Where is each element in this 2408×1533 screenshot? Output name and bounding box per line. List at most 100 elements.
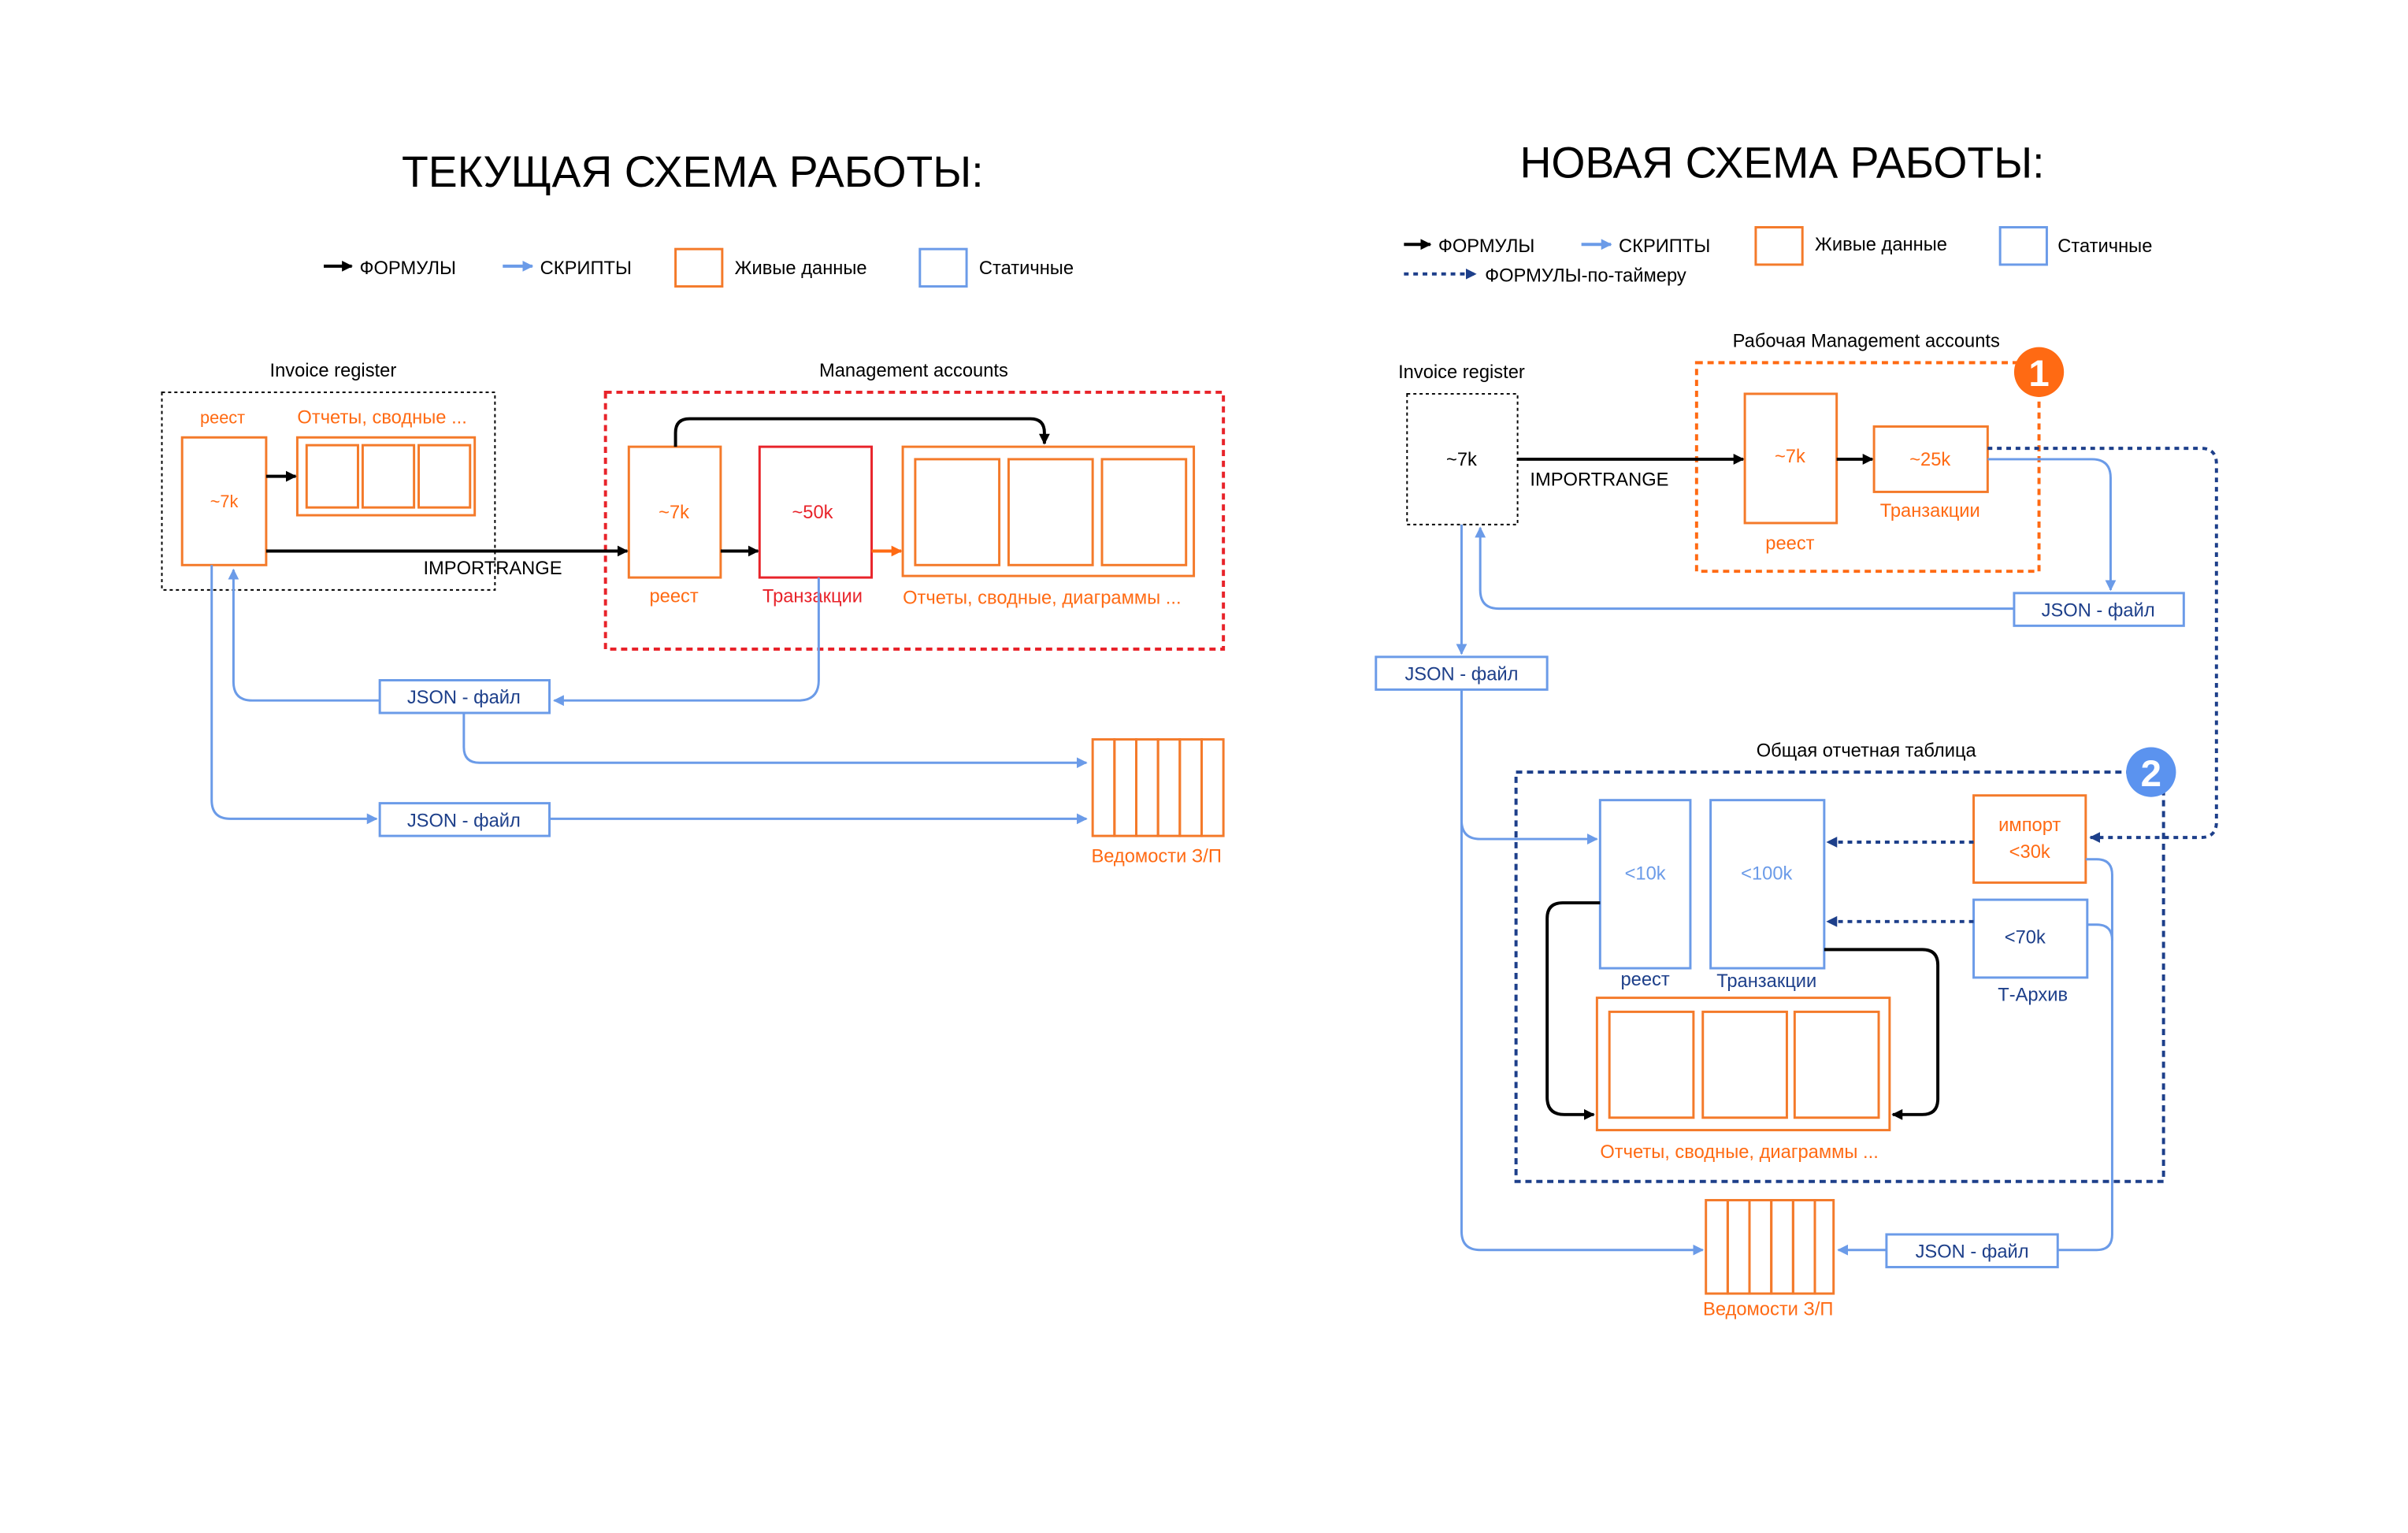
current-title: ТЕКУЩАЯ СХЕМА РАБОТЫ: [402,147,984,196]
import-label-line2: <30k [2009,842,2050,863]
invoice-report-sheet-2 [361,444,416,509]
new-payroll-label: Ведомости З/П [1703,1300,1833,1320]
management-trans-value: ~50k [792,503,833,523]
working-trans-label: Транзакции [1880,501,1980,522]
management-report-sheet-1 [914,458,1001,566]
common-report-sheet-1 [1608,1010,1695,1119]
script-json-left-to-payroll [1460,689,1705,1256]
formula-trans-to-reports [1824,948,1940,1120]
payroll-sheet [1813,1199,1835,1295]
management-reports-label: Отчеты, сводные, диаграммы ... [903,588,1182,609]
script-import-to-json-bottom [2057,858,2113,1252]
management-title: Management accounts [819,361,1008,381]
script-json-right-to-invoice [1475,526,2014,611]
common-badge-number: 2 [2141,753,2161,795]
legend-timer-label: ФОРМУЛЫ-по-таймеру [1485,266,1686,287]
management-trans-box [758,445,874,579]
invoice-reestr-label: реест [200,407,245,427]
invoice-register-group [161,391,496,591]
new-invoice-value: ~7k [1446,450,1477,470]
common-badge [2126,747,2176,797]
importrange-label: IMPORTRANGE [423,559,562,579]
invoice-reestr-box [180,436,268,566]
payroll-label: Ведомости З/П [1091,847,1221,867]
archive-box [1972,898,2089,979]
legend-live-label: Живые данные [1815,235,1947,255]
payroll-sheet [1200,738,1225,837]
invoice-reports-box [295,436,477,517]
management-reestr-label: реест [649,587,698,607]
current-legend: ФОРМУЛЫ СКРИПТЫ Живые данные Статичные [324,247,1074,288]
working-reestr-label: реест [1765,534,1814,555]
json-file-label-1: JSON - файл [407,688,521,708]
json-bottom-label: JSON - файл [1916,1242,2029,1263]
management-report-sheet-2 [1007,458,1094,566]
management-report-sheet-3 [1100,458,1188,566]
legend-static-swatch [918,247,968,288]
payroll-sheet [1113,738,1137,837]
working-ma-title: Рабочая Management accounts [1733,332,2000,352]
json-right-label: JSON - файл [2042,600,2155,621]
management-reestr-value: ~7k [659,503,689,523]
archive-label: Т-Архив [1998,986,2068,1006]
new-importrange-label: IMPORTRANGE [1530,470,1668,491]
common-title: Общая отчетная таблица [1757,741,1977,761]
new-legend: ФОРМУЛЫ СКРИПТЫ Живые данные Статичные Ф… [1404,226,2152,287]
management-reports-box [901,445,1196,577]
timer-working-trans-to-import [1987,447,2218,844]
legend-static-swatch [1998,226,2048,266]
common-trans-box [1709,799,1826,970]
common-reports-label: Отчеты, сводные, диаграммы ... [1600,1142,1879,1163]
legend-formulas-label: ФОРМУЛЫ [359,258,456,279]
working-trans-value: ~25k [1909,450,1950,470]
working-ma-badge [2013,347,2065,397]
script-trans-to-json1 [553,577,820,707]
new-payroll-sheets [1705,1199,1835,1295]
script-trans-to-json-right [1987,458,2117,592]
import-box [1972,794,2087,884]
common-reestr-value: <10k [1625,863,1666,884]
json-left-label: JSON - файл [1404,665,1518,685]
legend-scripts-label: СКРИПТЫ [540,258,632,279]
common-report-sheet-2 [1701,1010,1788,1119]
invoice-report-sheet-3 [417,444,472,509]
common-group [1514,770,2165,1183]
script-archive-to-json-bottom [2087,923,2113,941]
script-json1-to-payroll [462,713,1088,769]
legend-static-label: Статичные [979,258,1074,279]
working-reestr-value: ~7k [1775,447,1805,467]
common-report-sheet-3 [1793,1010,1880,1119]
legend-live-swatch [1754,226,1804,266]
arrow-reestr-to-reports-top [673,417,1050,447]
working-ma-group [1694,361,2041,573]
payroll-sheet [1748,1199,1773,1295]
script-invoice-to-json2 [210,565,378,825]
common-trans-label: Транзакции [1716,971,1816,992]
payroll-sheet [1134,738,1159,837]
payroll-sheet [1705,1199,1729,1295]
payroll-sheet [1791,1199,1816,1295]
formula-reestr-to-reports [1545,901,1601,1120]
legend-live-swatch [674,247,724,288]
payroll-sheet [1091,738,1116,837]
management-trans-label: Транзакции [762,587,863,607]
script-json-left-to-common-reestr [1460,689,1598,844]
script-json1-to-invoice [228,568,380,702]
common-reports-box [1595,997,1891,1132]
import-label-line1: импорт [1998,815,2061,836]
payroll-sheets [1091,738,1225,837]
invoice-report-sheet-1 [305,444,359,509]
invoice-reestr-value: ~7k [210,492,239,511]
legend-formulas-label: ФОРМУЛЫ [1438,236,1535,257]
payroll-sheet [1770,1199,1794,1295]
invoice-register-title: Invoice register [269,361,396,381]
invoice-reports-label: Отчеты, сводные ... [297,407,466,428]
new-invoice-title: Invoice register [1398,362,1525,383]
working-ma-badge-number: 1 [2028,353,2049,395]
common-trans-value: <100k [1741,863,1792,884]
archive-value: <70k [2005,927,2046,948]
new-title: НОВАЯ СХЕМА РАБОТЫ: [1519,138,2044,187]
json-file-label-2: JSON - файл [407,811,521,831]
common-reestr-label: реест [1620,970,1669,990]
